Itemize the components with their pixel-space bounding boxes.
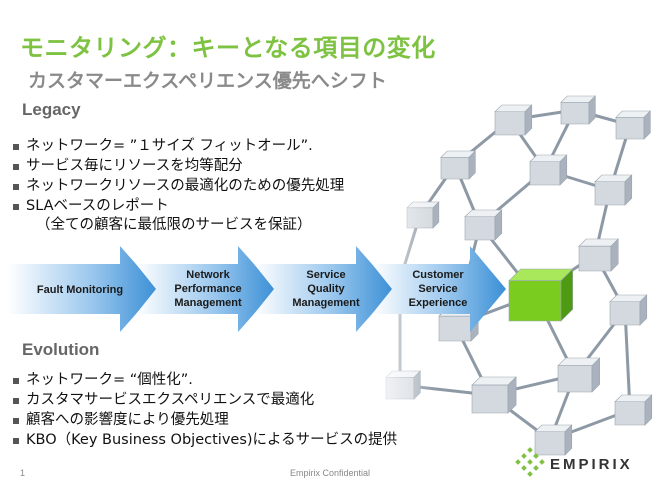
svg-text:Fault Monitoring: Fault Monitoring xyxy=(37,284,123,296)
svg-text:Management: Management xyxy=(292,297,360,309)
svg-text:Experience: Experience xyxy=(409,297,468,309)
list-item: カスタマサービスエクスペリエンスで最適化 xyxy=(12,390,397,410)
svg-text:Customer: Customer xyxy=(412,269,464,281)
process-step-4: Customer Service Experience xyxy=(372,246,506,332)
process-step-label: Performance xyxy=(174,283,241,295)
slide-title: モニタリング：キーとなる項目の変化 xyxy=(20,34,436,62)
svg-text:Performance: Performance xyxy=(174,283,241,295)
process-step-label: Network xyxy=(186,269,230,281)
svg-text:Service: Service xyxy=(418,283,457,295)
legacy-bullet-list: ネットワーク= ”１サイズ フィットオール”. サービス毎にリソースを均等配分 … xyxy=(12,136,344,235)
svg-text:Quality: Quality xyxy=(307,283,345,295)
svg-text:Management: Management xyxy=(174,297,242,309)
page-number: 1 xyxy=(20,468,26,478)
process-step-label: Service xyxy=(306,269,345,281)
list-item: ネットワークリソースの最適化のための優先処理 xyxy=(12,176,344,196)
process-step-label: Service xyxy=(418,283,457,295)
process-step-label: Management xyxy=(174,297,242,309)
process-step-2: Network Performance Management xyxy=(136,246,276,332)
evolution-bullet-list: ネットワーク= “個性化”. カスタマサービスエクスペリエンスで最適化 顧客への… xyxy=(12,370,397,450)
process-step-1: Fault Monitoring xyxy=(8,246,158,332)
process-step-label: Management xyxy=(292,297,360,309)
list-item: SLAベースのレポート xyxy=(12,196,344,216)
list-item: 顧客への影響度により優先処理 xyxy=(12,410,397,430)
empirix-logo-icon xyxy=(515,447,545,477)
list-item: ネットワーク= ”１サイズ フィットオール”. xyxy=(12,136,344,156)
process-arrows: Fault Monitoring Network Performance Man… xyxy=(8,246,506,332)
list-item: ネットワーク= “個性化”. xyxy=(12,370,397,390)
network-cubes-graphic xyxy=(360,95,660,465)
process-step-label: Customer xyxy=(412,269,464,281)
empirix-logo-text: EMPIRIX xyxy=(550,456,633,473)
confidential-label: Empirix Confidential xyxy=(290,468,371,478)
process-step-3: Service Quality Management xyxy=(254,246,394,332)
svg-text:Service: Service xyxy=(306,269,345,281)
process-step-label: Fault Monitoring xyxy=(37,284,123,296)
evolution-heading: Evolution xyxy=(22,340,100,359)
list-item: KBO（Key Business Objectives)によるサービスの提供 xyxy=(12,430,397,450)
slide-subtitle: カスタマーエクスペリエンス優先へシフト xyxy=(28,70,387,92)
process-step-label: Quality xyxy=(307,283,345,295)
list-item-sub: （全ての顧客に最低限のサービスを保証） xyxy=(36,217,312,233)
process-step-label: Experience xyxy=(409,297,468,309)
legacy-heading: Legacy xyxy=(22,100,81,119)
list-item: サービス毎にリソースを均等配分 xyxy=(12,156,344,176)
svg-text:Network: Network xyxy=(186,269,230,281)
